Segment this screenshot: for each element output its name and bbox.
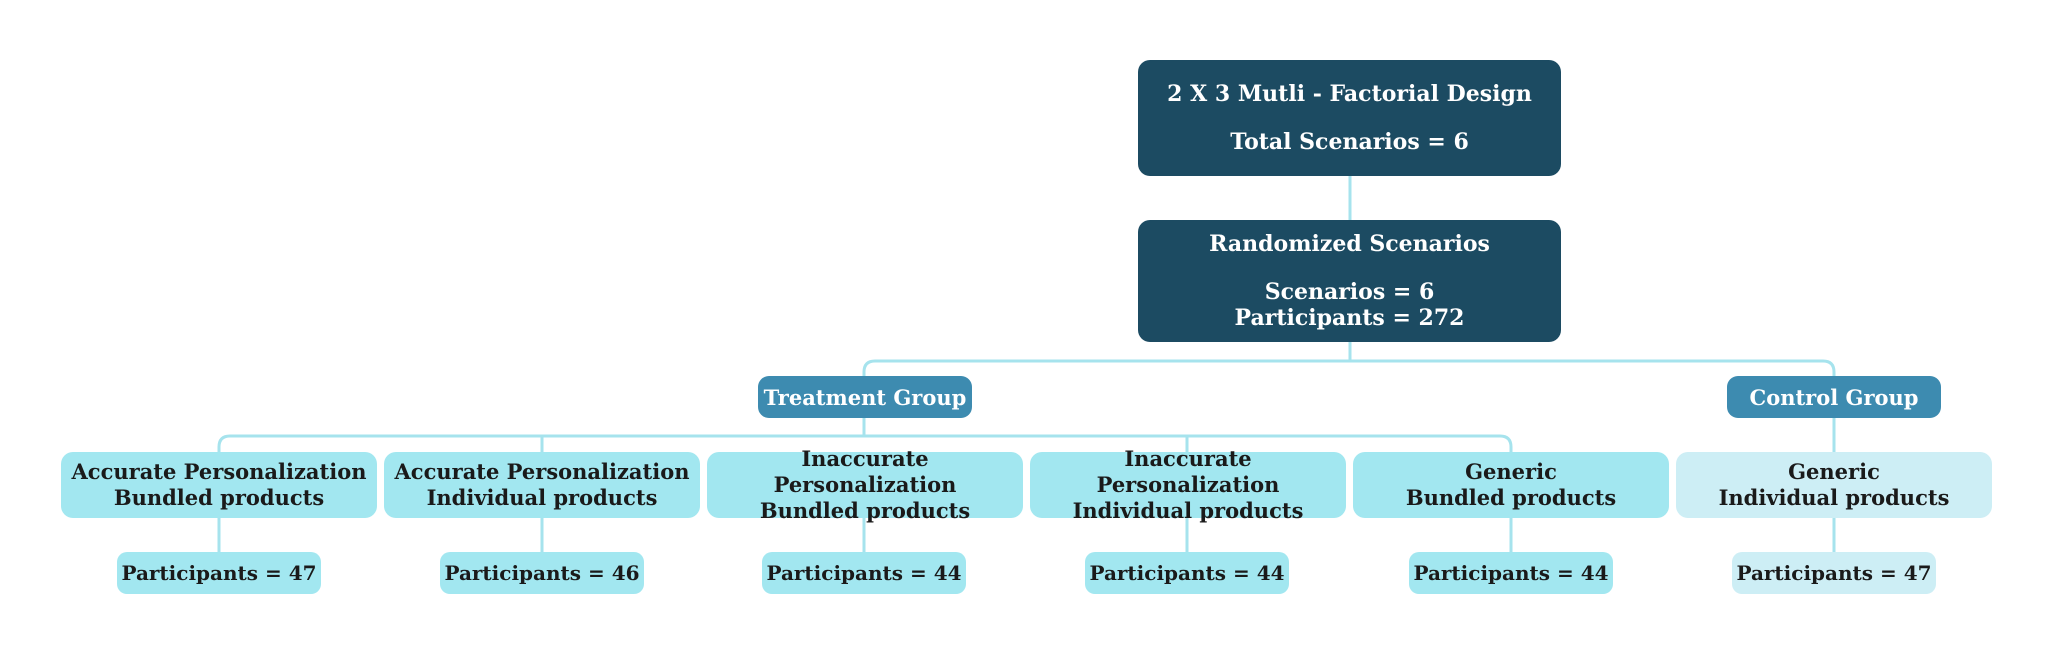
participants-pill-6: Participants = 47 (1732, 552, 1936, 594)
participants-pill-3: Participants = 44 (762, 552, 966, 594)
treatment-group-node: Treatment Group (758, 376, 972, 418)
condition-2-line2: Individual products (426, 485, 658, 510)
condition-3-line1: Inaccurate Personalization (773, 446, 957, 497)
condition-1-line1: Accurate Personalization (71, 459, 367, 484)
condition-4-line1: Inaccurate Personalization (1096, 446, 1280, 497)
condition-box-4: Inaccurate Personalization Individual pr… (1030, 446, 1346, 523)
connector-groups-bar (862, 359, 1836, 376)
condition-6-line1: Generic (1788, 459, 1880, 484)
condition-1-line2: Bundled products (113, 485, 325, 510)
control-group-label: Control Group (1749, 384, 1919, 410)
randomized-node: Randomized Scenarios Scenarios = 6 Parti… (1138, 220, 1561, 342)
participants-2: Participants = 46 (444, 561, 640, 585)
treatment-group-label: Treatment Group (763, 384, 967, 410)
condition-4-line2: Individual products (1072, 498, 1304, 523)
root-title: 2 X 3 Mutli - Factorial Design (1167, 81, 1532, 107)
control-group-node: Control Group (1727, 376, 1941, 418)
condition-box-6: Generic Individual products (1676, 452, 1992, 518)
condition-5-line2: Bundled products (1405, 485, 1617, 510)
participants-1: Participants = 47 (121, 561, 317, 585)
randomized-scenarios: Scenarios = 6 (1264, 279, 1435, 305)
condition-box-2: Accurate Personalization Individual prod… (384, 452, 700, 518)
condition-6-line2: Individual products (1718, 485, 1950, 510)
condition-5-line1: Generic (1465, 459, 1557, 484)
participants-pill-2: Participants = 46 (440, 552, 644, 594)
condition-2-line1: Accurate Personalization (394, 459, 690, 484)
condition-box-5: Generic Bundled products (1353, 452, 1669, 518)
randomized-title: Randomized Scenarios (1209, 231, 1490, 257)
participants-5: Participants = 44 (1413, 561, 1609, 585)
participants-pill-4: Participants = 44 (1085, 552, 1289, 594)
participants-pill-5: Participants = 44 (1409, 552, 1613, 594)
participants-pill-1: Participants = 47 (117, 552, 321, 594)
condition-box-3: Inaccurate Personalization Bundled produ… (707, 446, 1023, 523)
root-subtitle: Total Scenarios = 6 (1230, 129, 1469, 155)
randomized-participants: Participants = 272 (1234, 305, 1465, 331)
condition-box-1: Accurate Personalization Bundled product… (61, 452, 377, 518)
root-node: 2 X 3 Mutli - Factorial Design Total Sce… (1138, 60, 1561, 176)
participants-6: Participants = 47 (1736, 561, 1932, 585)
connector-treatment-bar (217, 434, 1513, 452)
participants-4: Participants = 44 (1089, 561, 1285, 585)
participants-3: Participants = 44 (766, 561, 962, 585)
condition-3-line2: Bundled products (759, 498, 971, 523)
